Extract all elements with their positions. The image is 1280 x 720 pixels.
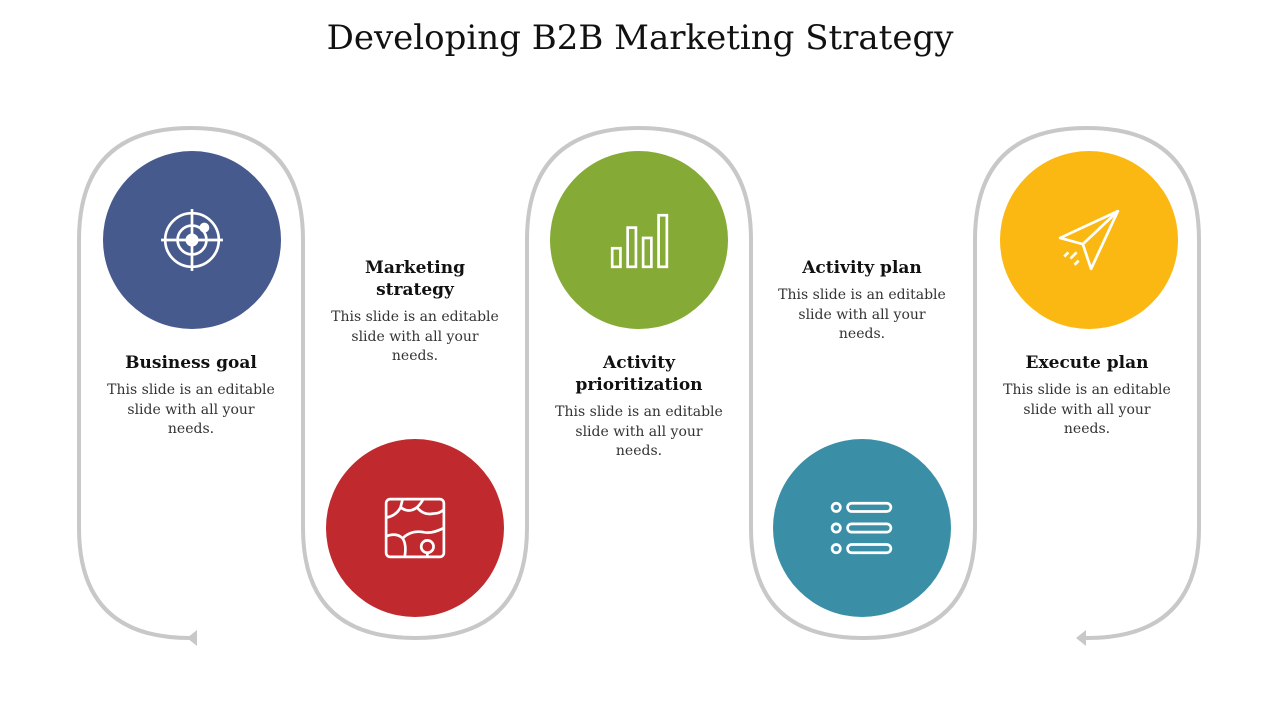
step3-circle [550, 151, 728, 329]
arrow-head-left [187, 630, 197, 646]
step2-body: This slide is an editable slide with all… [331, 309, 499, 364]
step1-text: Business goal This slide is an editable … [106, 352, 276, 440]
step5-text: Execute plan This slide is an editable s… [1002, 352, 1172, 440]
step2-text: Marketing strategy This slide is an edit… [330, 257, 500, 367]
step5-circle [1000, 151, 1178, 329]
target-icon [161, 209, 223, 271]
step1-heading: Business goal [125, 353, 257, 373]
step5-body: This slide is an editable slide with all… [1003, 382, 1171, 437]
paper-plane-icon [1058, 209, 1120, 271]
step1-circle [103, 151, 281, 329]
step2-heading: Marketing strategy [365, 258, 465, 300]
step3-body: This slide is an editable slide with all… [555, 404, 723, 459]
step1-body: This slide is an editable slide with all… [107, 382, 275, 437]
step4-circle [773, 439, 951, 617]
arrow-head-right [1076, 630, 1086, 646]
step3-text: Activity prioritization This slide is an… [554, 352, 724, 462]
step4-text: Activity plan This slide is an editable … [777, 257, 947, 345]
map-icon [384, 497, 446, 559]
step5-heading: Execute plan [1025, 353, 1149, 373]
list-icon [830, 501, 893, 555]
step3-heading: Activity prioritization [575, 353, 703, 395]
bar-chart-icon [610, 213, 669, 269]
step2-circle [326, 439, 504, 617]
step4-body: This slide is an editable slide with all… [778, 287, 946, 342]
step4-heading: Activity plan [802, 258, 922, 278]
slide-title: Developing B2B Marketing Strategy [326, 18, 954, 58]
